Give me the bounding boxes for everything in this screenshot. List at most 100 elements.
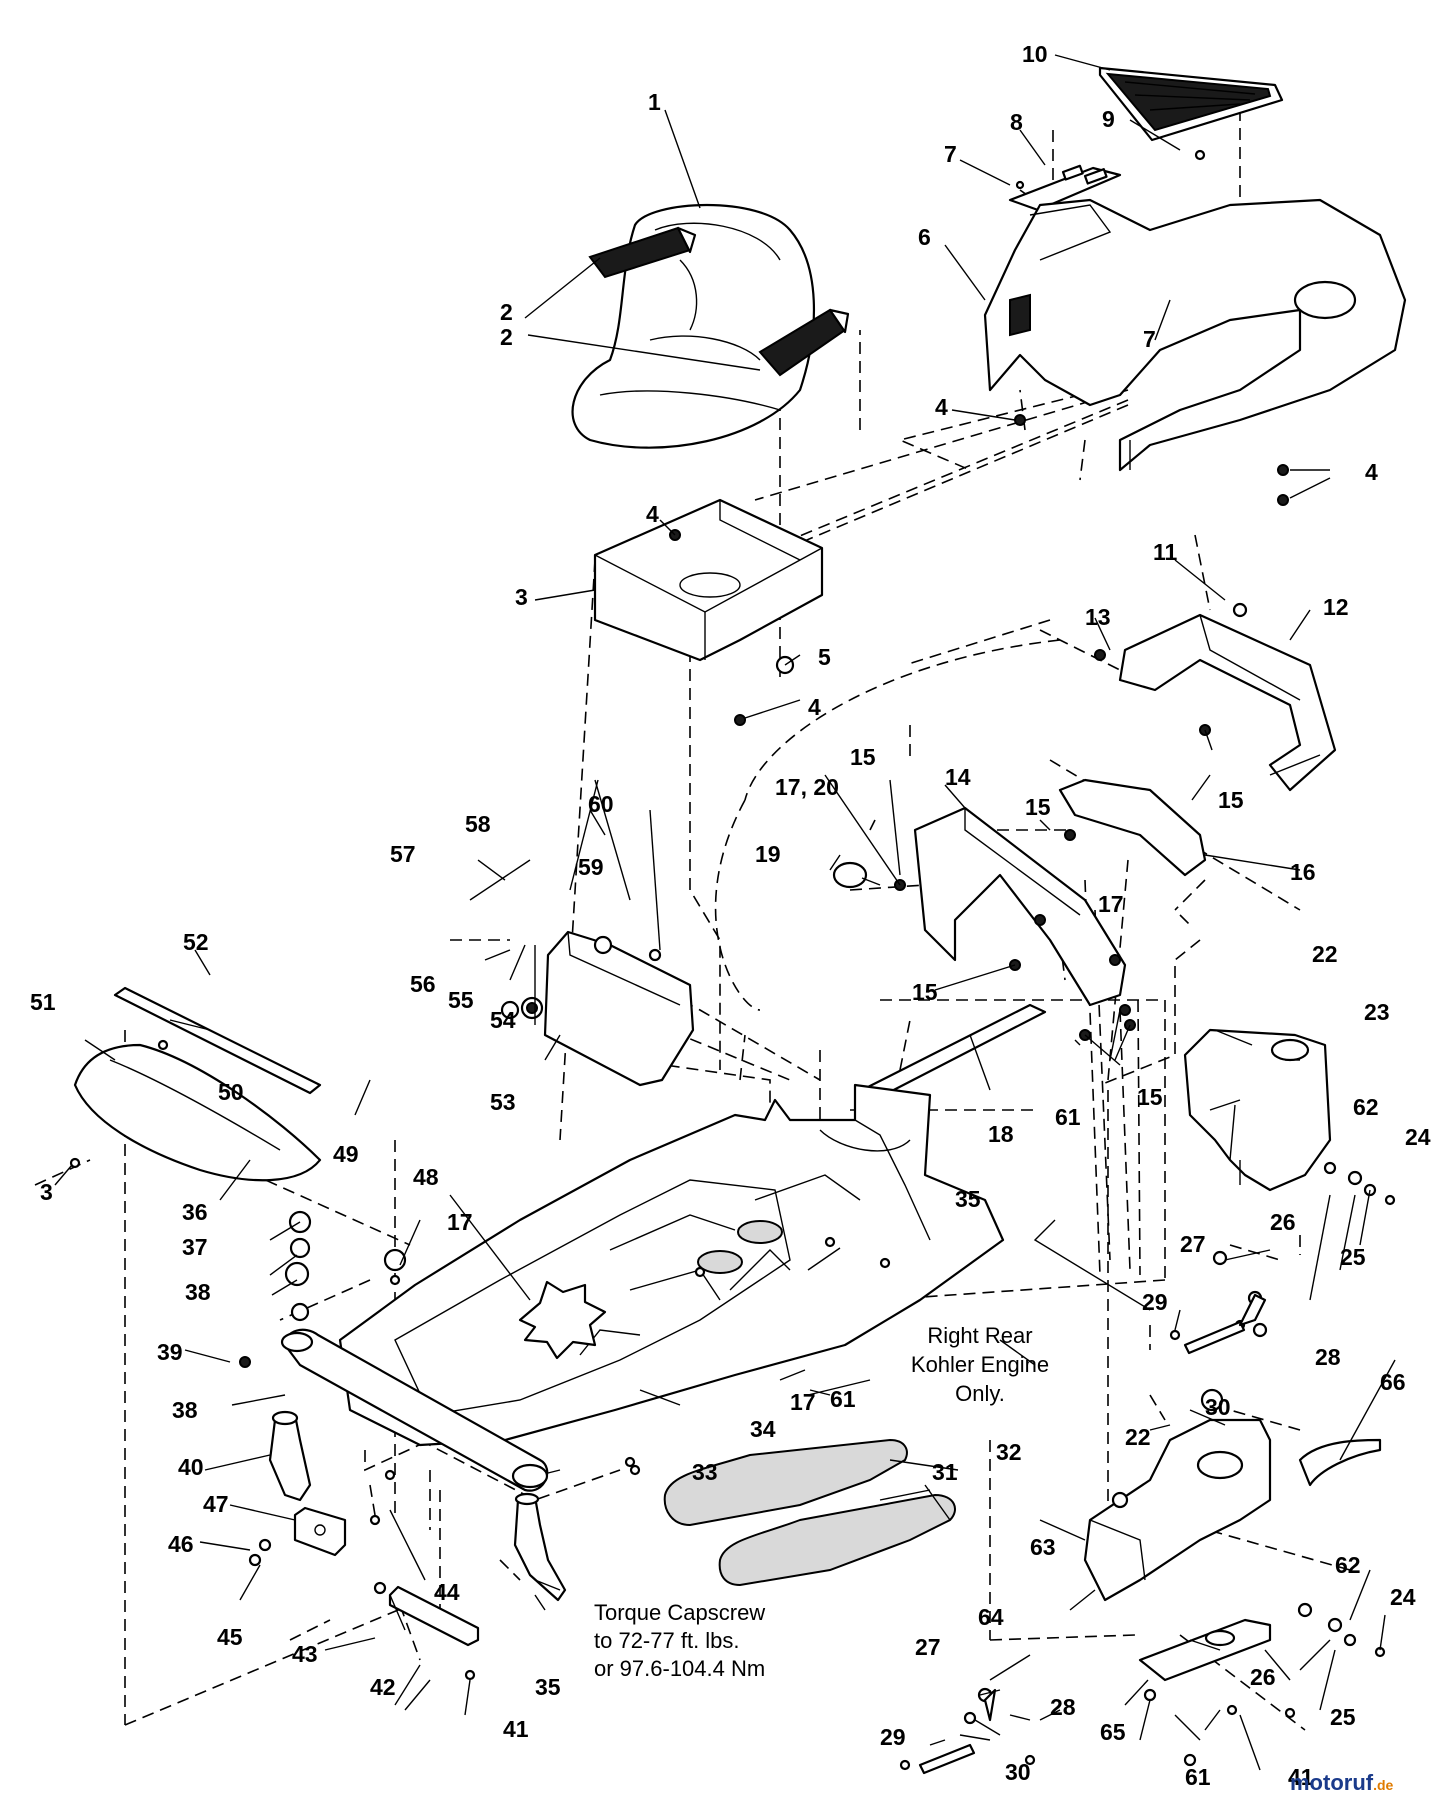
leader-lines (54, 54, 1396, 1771)
callout-15-e: 15 (1137, 1084, 1163, 1110)
callout-35-frame: 35 (955, 1186, 981, 1212)
callout-27-top: 27 (1180, 1231, 1206, 1257)
callout-10: 10 (1022, 41, 1048, 67)
battery-box-part (1118, 613, 1337, 792)
seat-pan-part (593, 498, 824, 662)
callout-38-top: 38 (185, 1279, 211, 1305)
armrest-right-part (758, 308, 850, 377)
callout-27-bottom: 27 (915, 1634, 941, 1660)
callout-15-a: 15 (850, 744, 876, 770)
callout-25-bottom: 25 (1330, 1704, 1356, 1730)
engine-note-line-3: Only. (955, 1381, 1005, 1406)
clamp-66-part (1298, 1438, 1382, 1487)
step-plate-part (1098, 66, 1284, 142)
callout-3-cover: 3 (40, 1179, 53, 1205)
fender-body-part (983, 198, 1407, 472)
callout-13: 13 (1085, 604, 1111, 630)
callout-56: 56 (410, 971, 436, 997)
callout-4-fender: 4 (935, 394, 948, 420)
watermark-text: motoruf.de (1290, 1770, 1394, 1795)
engine-note: Right Rear Kohler Engine Only. (911, 1323, 1049, 1406)
deck-cover-52-part (113, 986, 322, 1095)
callout-34: 34 (750, 1416, 776, 1442)
callout-38-bottom: 38 (172, 1397, 198, 1423)
callout-49: 49 (333, 1141, 359, 1167)
callout-28-bottom: 28 (1050, 1694, 1076, 1720)
callout-59: 59 (578, 854, 604, 880)
callout-15-c: 15 (1218, 787, 1244, 813)
bracket-16-part (1058, 778, 1207, 877)
callout-46: 46 (168, 1531, 194, 1557)
callout-35-spindle: 35 (535, 1674, 561, 1700)
plate-65-part (1138, 1618, 1272, 1682)
callout-33: 33 (692, 1459, 718, 1485)
plate-47-part (293, 1506, 347, 1557)
callout-57: 57 (390, 841, 416, 867)
callout-45: 45 (217, 1624, 243, 1650)
callout-54: 54 (490, 1007, 516, 1033)
callout-61-bracket: 61 (1055, 1104, 1081, 1130)
callout-22-bottom: 22 (1125, 1424, 1151, 1450)
callout-17-bracket: 17 (1098, 891, 1124, 917)
front-axle-part (280, 1328, 549, 1492)
callout-61-frame: 61 (830, 1386, 856, 1412)
callout-8: 8 (1010, 109, 1023, 135)
callout-16: 16 (1290, 859, 1316, 885)
callout-3: 3 (515, 584, 528, 610)
decal-plate-part (1008, 164, 1122, 212)
callout-61-bottom: 61 (1185, 1764, 1211, 1790)
callout-31: 31 (932, 1459, 958, 1485)
callout-48: 48 (413, 1164, 439, 1190)
torque-note-line-2: to 72-77 ft. lbs. (594, 1628, 740, 1653)
callout-37: 37 (182, 1234, 208, 1260)
callout-51: 51 (30, 989, 56, 1015)
callout-65: 65 (1100, 1719, 1126, 1745)
callout-40: 40 (178, 1454, 204, 1480)
step-mats-part (663, 1438, 956, 1587)
callout-30-top: 30 (1205, 1394, 1231, 1420)
callout-17-bottom: 17 (790, 1389, 816, 1415)
callout-24-bottom: 24 (1390, 1584, 1416, 1610)
callout-36: 36 (182, 1199, 208, 1225)
callout-64: 64 (978, 1604, 1004, 1630)
armrest-left-part (588, 226, 697, 279)
engine-note-line-1: Right Rear (927, 1323, 1032, 1348)
callout-5: 5 (818, 644, 831, 670)
callout-30-bottom: 30 (1005, 1759, 1031, 1785)
hardware-parts (69, 149, 1396, 1771)
frame-34-part (338, 1083, 1005, 1481)
callout-22-top: 22 (1312, 941, 1338, 967)
callout-28-top: 28 (1315, 1344, 1341, 1370)
knob-19-part (832, 861, 881, 889)
watermark-suffix: .de (1373, 1777, 1393, 1793)
plate-14-part (913, 806, 1127, 1007)
callout-55: 55 (448, 987, 474, 1013)
callout-29-top: 29 (1142, 1289, 1168, 1315)
callout-50: 50 (218, 1079, 244, 1105)
callout-19: 19 (755, 841, 781, 867)
callout-26-top: 26 (1270, 1209, 1296, 1235)
callout-58: 58 (465, 811, 491, 837)
callout-26-bottom: 26 (1250, 1664, 1276, 1690)
watermark-logo: motoruf.de (1290, 1770, 1394, 1795)
cover-51-part (73, 1043, 322, 1182)
callout-41-right: 41 (1288, 1764, 1314, 1790)
callout-62-top: 62 (1353, 1094, 1379, 1120)
engine-note-line-2: Kohler Engine (911, 1352, 1049, 1377)
callout-53: 53 (490, 1089, 516, 1115)
callout-4-seat-pan: 4 (646, 501, 659, 527)
callout-66: 66 (1380, 1369, 1406, 1395)
torque-note-line-1: Torque Capscrew (594, 1600, 765, 1625)
callout-7-second: 7 (1143, 326, 1156, 352)
fuel-tank-64-part (1083, 1418, 1272, 1602)
callout-41-left: 41 (503, 1716, 529, 1742)
star-decal-part (518, 1280, 607, 1360)
callout-24-top: 24 (1405, 1124, 1431, 1150)
callout-7: 7 (944, 141, 957, 167)
callout-2-second: 2 (500, 324, 513, 350)
spindle-40-part (268, 1410, 312, 1502)
callout-44: 44 (434, 1579, 460, 1605)
callout-2: 2 (500, 299, 513, 325)
support-bar-18-part (860, 1003, 1047, 1100)
